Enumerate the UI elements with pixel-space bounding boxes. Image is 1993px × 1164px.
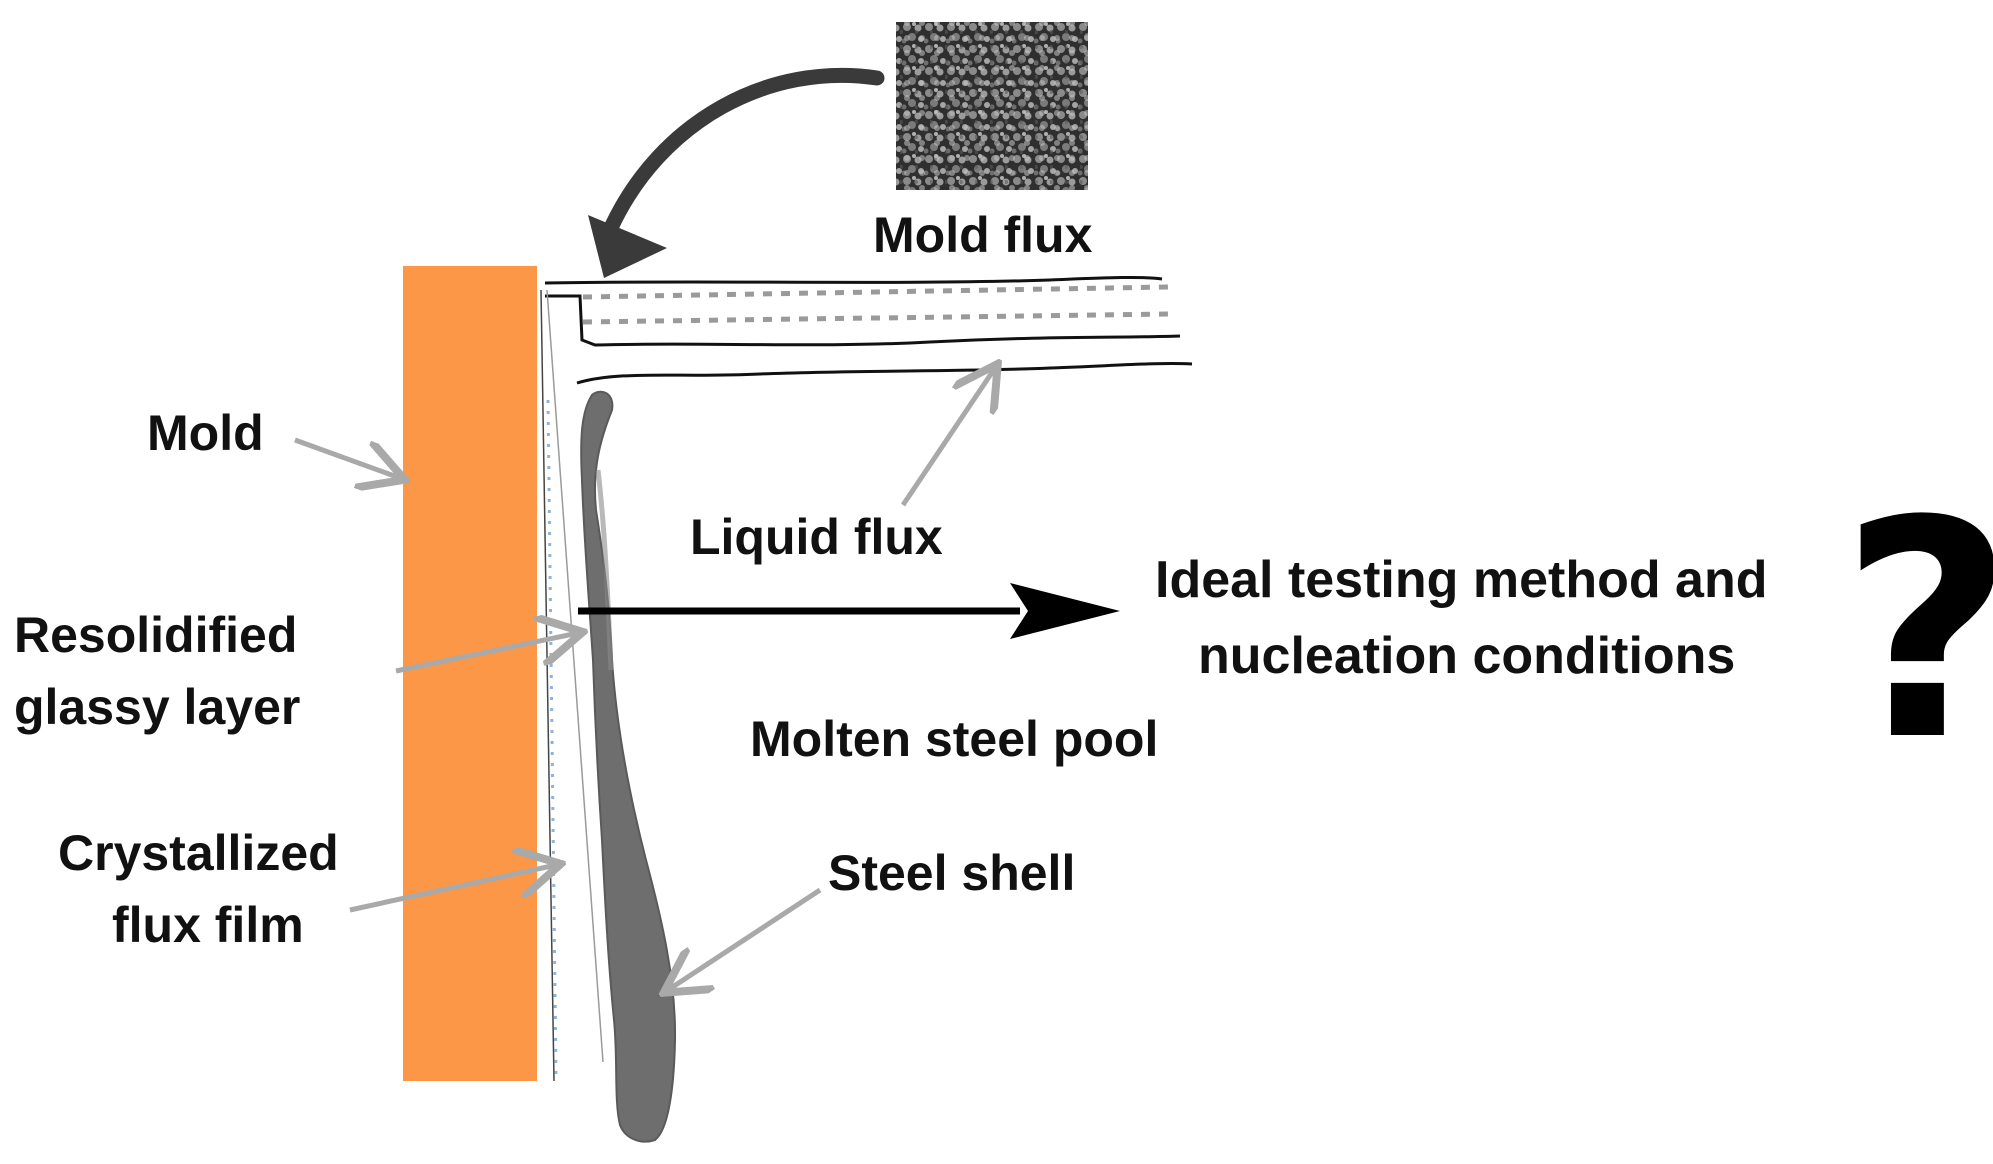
pointer-arrows: [294, 368, 995, 990]
powder-flux-layer: [544, 275, 1181, 347]
label-question-line1: Ideal testing method and: [1155, 551, 1768, 609]
label-liquid-flux: Liquid flux: [690, 509, 943, 565]
label-question-line2: nucleation conditions: [1198, 627, 1736, 685]
label-resolidified-line2: glassy layer: [14, 679, 301, 735]
label-resolidified-line1: Resolidified: [14, 607, 298, 663]
flux-film-lines: [540, 289, 604, 1082]
flux-film-pointer: [349, 865, 556, 913]
question-mark-icon: ?: [1840, 482, 1993, 782]
label-steel-shell: Steel shell: [828, 845, 1076, 901]
label-mold: Mold: [147, 405, 264, 461]
label-crystallized-line2: flux film: [112, 897, 304, 953]
mold-pointer: [294, 437, 400, 478]
liquid-flux-boundary: [576, 361, 1193, 385]
steel-shell-pointer: [668, 887, 822, 990]
glassy-layer-pointer: [395, 633, 578, 674]
flux-feed-arrow: [588, 67, 885, 278]
label-molten-steel-pool: Molten steel pool: [750, 711, 1159, 767]
label-crystallized-line1: Crystallized: [58, 825, 339, 881]
liquid-flux-pointer: [900, 368, 995, 507]
label-mold-flux: Mold flux: [873, 207, 1093, 263]
main-arrow: [578, 583, 1120, 639]
steel-shell: [580, 390, 677, 1143]
mold-wall: [403, 266, 537, 1081]
flux-sample-image: [896, 22, 1088, 190]
